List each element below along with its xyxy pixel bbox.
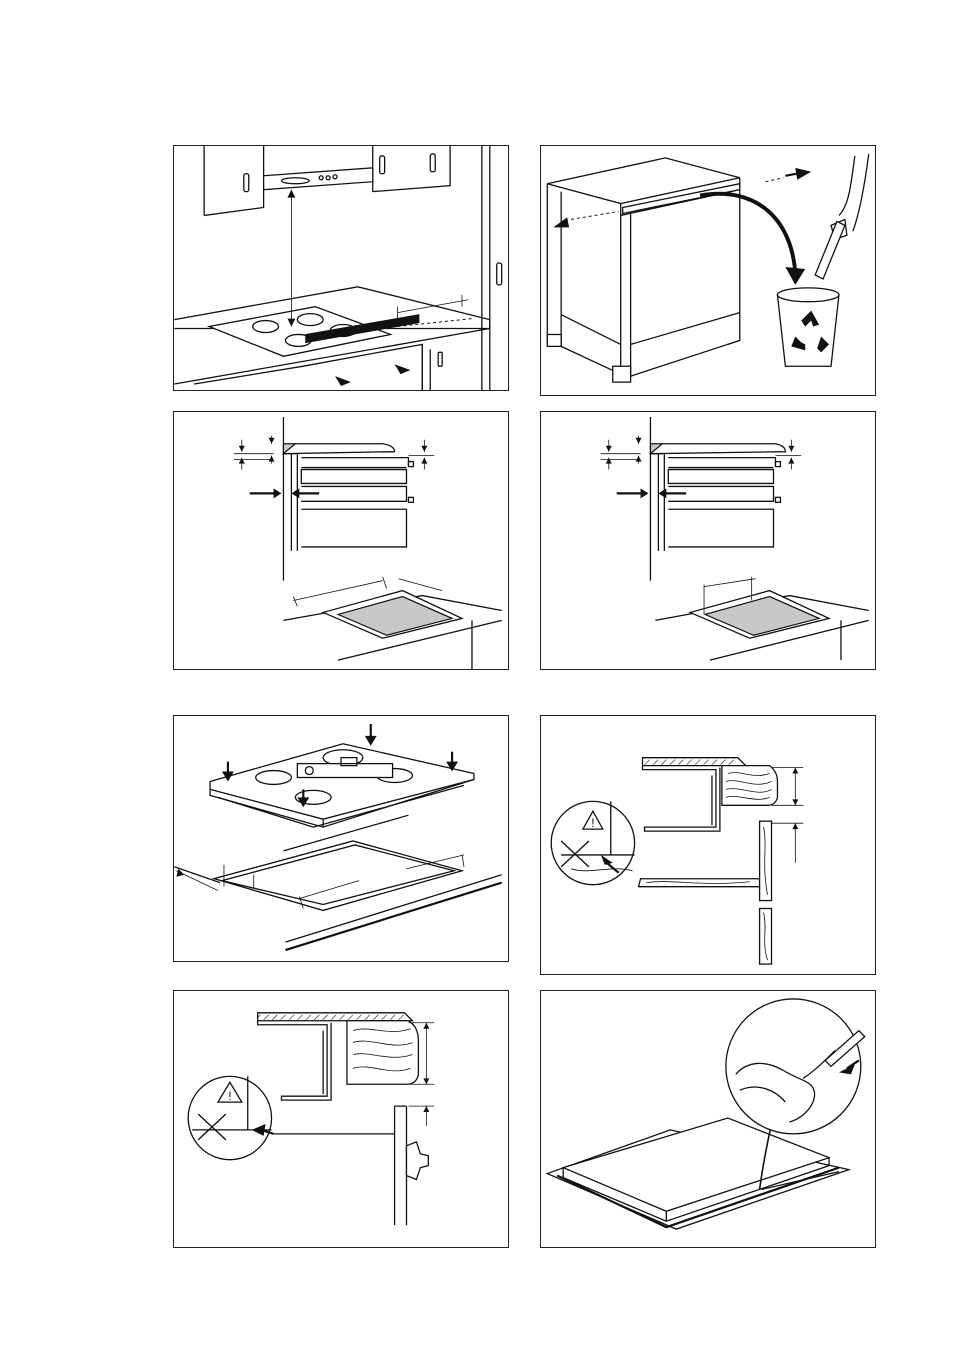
- warning-exclamation: !: [228, 1089, 231, 1103]
- figure-section-cutout-b: [540, 411, 876, 670]
- warning-icon: !: [551, 801, 634, 884]
- drawer-icon: [301, 458, 413, 547]
- cutout-icon: [174, 815, 501, 950]
- wood-grain-icon: [347, 1021, 418, 1085]
- figure-kitchen-hood-clearance: [173, 145, 509, 391]
- warning-icon: !: [188, 1076, 273, 1159]
- worktop-section-icon: !: [541, 716, 875, 974]
- arrow-icon: [287, 190, 295, 327]
- hob-icon: [541, 991, 875, 1247]
- cutout-icon: [655, 591, 868, 660]
- hand-icon: [815, 154, 869, 279]
- drawer-icon: [668, 458, 780, 547]
- hob-icon: [174, 716, 508, 961]
- worktop-section-icon: [541, 412, 875, 669]
- figure-hob-insert: [173, 715, 509, 962]
- warning-exclamation: !: [591, 816, 594, 830]
- figure-section-cutout-a: [173, 411, 509, 670]
- figure-worktop-warning-a: !: [540, 715, 876, 975]
- worktop-section-icon: [174, 412, 508, 669]
- hand-icon: [726, 999, 865, 1134]
- figure-hob-sealant: [540, 990, 876, 1248]
- kitchen-unit-icon: [174, 146, 508, 390]
- cutout-icon: [283, 591, 501, 669]
- hood-icon: [264, 168, 373, 190]
- worktop-section-icon: !: [174, 991, 508, 1247]
- wood-grain-icon: [722, 766, 778, 806]
- recycle-bin-icon: [777, 288, 839, 366]
- cabinet-frame-icon: [541, 146, 875, 395]
- door-knob-icon: [406, 1142, 428, 1180]
- wood-grain-icon: [639, 821, 772, 964]
- figure-worktop-warning-b: !: [173, 990, 509, 1248]
- figure-cabinet-remove-bar: [540, 145, 876, 396]
